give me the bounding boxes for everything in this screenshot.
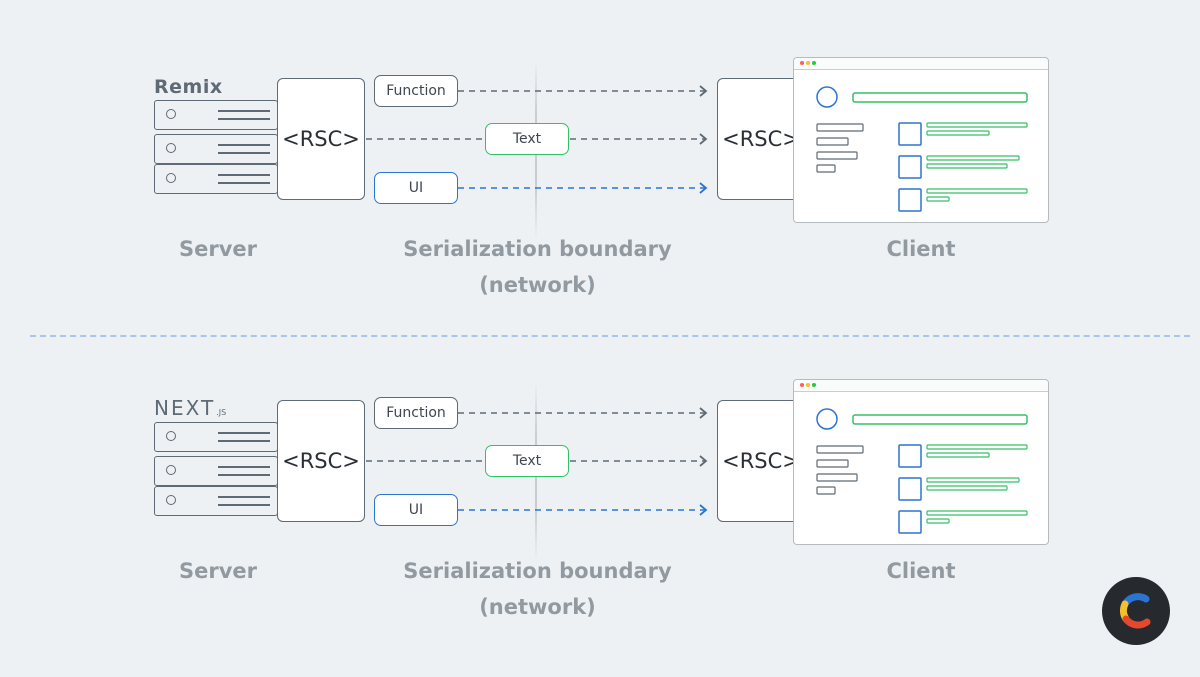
text-tag: Text xyxy=(485,123,569,155)
client-caption: Client xyxy=(886,237,956,261)
server-rsc-box: <RSC> xyxy=(277,400,365,522)
boundary-caption-line2: (network) xyxy=(479,273,596,297)
browser-window-icon xyxy=(793,57,1049,223)
function-tag: Function xyxy=(374,75,458,107)
browser-window-icon xyxy=(793,379,1049,545)
brand-logo-icon xyxy=(1102,577,1170,645)
text-arrow xyxy=(366,455,708,467)
ui-arrow xyxy=(458,504,708,516)
client-caption: Client xyxy=(886,559,956,583)
nextjs-panel: NEXT.JS <RSC> Function Text UI <RSC> xyxy=(0,377,1200,677)
server-rsc-box: <RSC> xyxy=(277,78,365,200)
arrows-layer xyxy=(366,407,708,516)
boundary-caption-line2: (network) xyxy=(479,595,596,619)
panel-divider xyxy=(30,335,1190,337)
arrows-layer xyxy=(366,85,708,194)
function-tag: Function xyxy=(374,397,458,429)
function-arrow xyxy=(458,407,708,419)
function-arrow xyxy=(458,85,708,97)
remix-logo: Remix xyxy=(154,76,223,98)
server-caption: Server xyxy=(178,559,257,583)
text-arrow xyxy=(366,133,708,145)
ui-tag: UI xyxy=(374,494,458,526)
ui-arrow xyxy=(458,182,708,194)
client-rsc-box: <RSC> xyxy=(717,400,805,522)
server-caption: Server xyxy=(178,237,257,261)
nextjs-logo: NEXT.JS xyxy=(154,396,227,420)
boundary-caption-line1: Serialization boundary xyxy=(403,559,672,583)
text-tag: Text xyxy=(485,445,569,477)
ui-tag: UI xyxy=(374,172,458,204)
remix-panel: Remix <RSC> Function Text UI <RSC> xyxy=(0,55,1200,355)
client-rsc-box: <RSC> xyxy=(717,78,805,200)
boundary-caption-line1: Serialization boundary xyxy=(403,237,672,261)
